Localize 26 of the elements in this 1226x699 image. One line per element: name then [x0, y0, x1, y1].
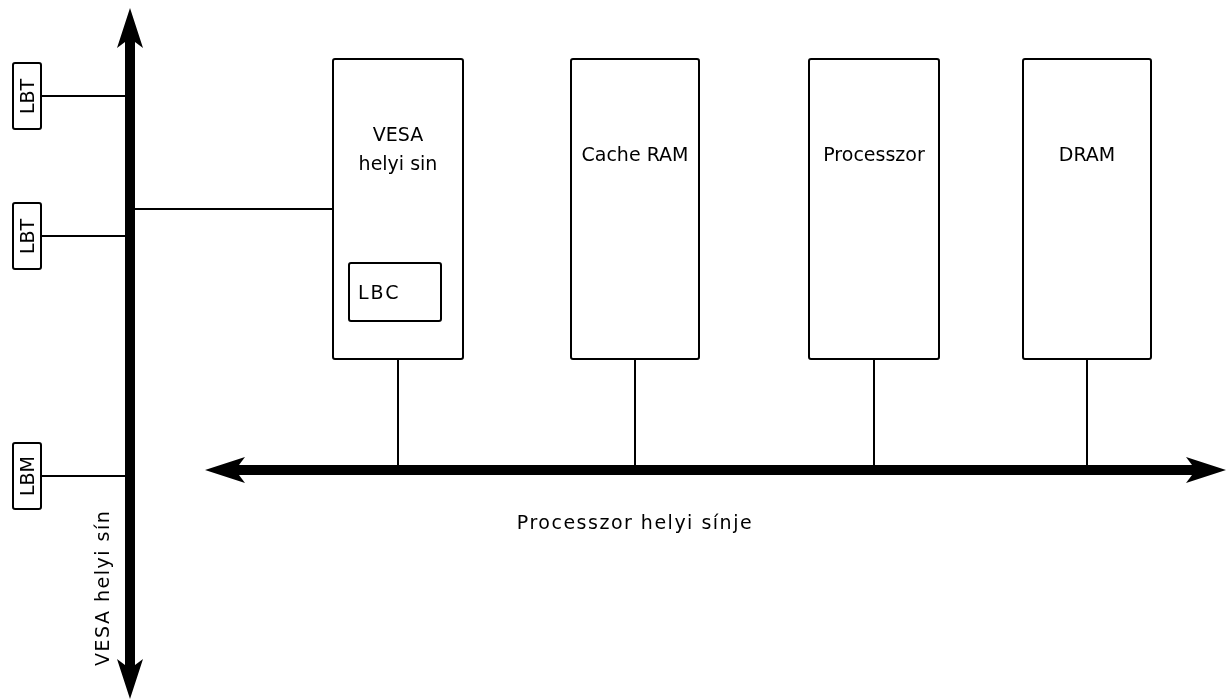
bus-label: VESA helyi sín	[90, 508, 114, 669]
box-label: LBC	[357, 280, 402, 305]
connector-line	[134, 208, 333, 210]
box-label: VESA helyi sin	[357, 122, 439, 176]
component-box	[570, 58, 700, 360]
component-box	[12, 442, 42, 510]
box-label: LBM	[14, 455, 39, 498]
component-box	[348, 262, 442, 322]
component-box	[332, 58, 464, 360]
component-box	[12, 62, 42, 130]
connector-line	[397, 359, 399, 466]
connector-line	[41, 95, 126, 97]
component-box	[12, 202, 42, 270]
connector-line	[41, 235, 126, 237]
box-label: LBT	[14, 217, 39, 256]
box-label: Cache RAM	[580, 142, 690, 167]
connector-line	[41, 475, 126, 477]
connector-line	[873, 359, 875, 466]
bus-label: Processzor helyi sínje	[515, 510, 755, 535]
box-label: Processzor	[822, 142, 926, 167]
component-box	[1022, 58, 1152, 360]
connector-line	[1086, 359, 1088, 466]
box-label: DRAM	[1057, 142, 1117, 167]
component-box	[808, 58, 940, 360]
connector-line	[634, 359, 636, 466]
box-label: LBT	[14, 77, 39, 116]
